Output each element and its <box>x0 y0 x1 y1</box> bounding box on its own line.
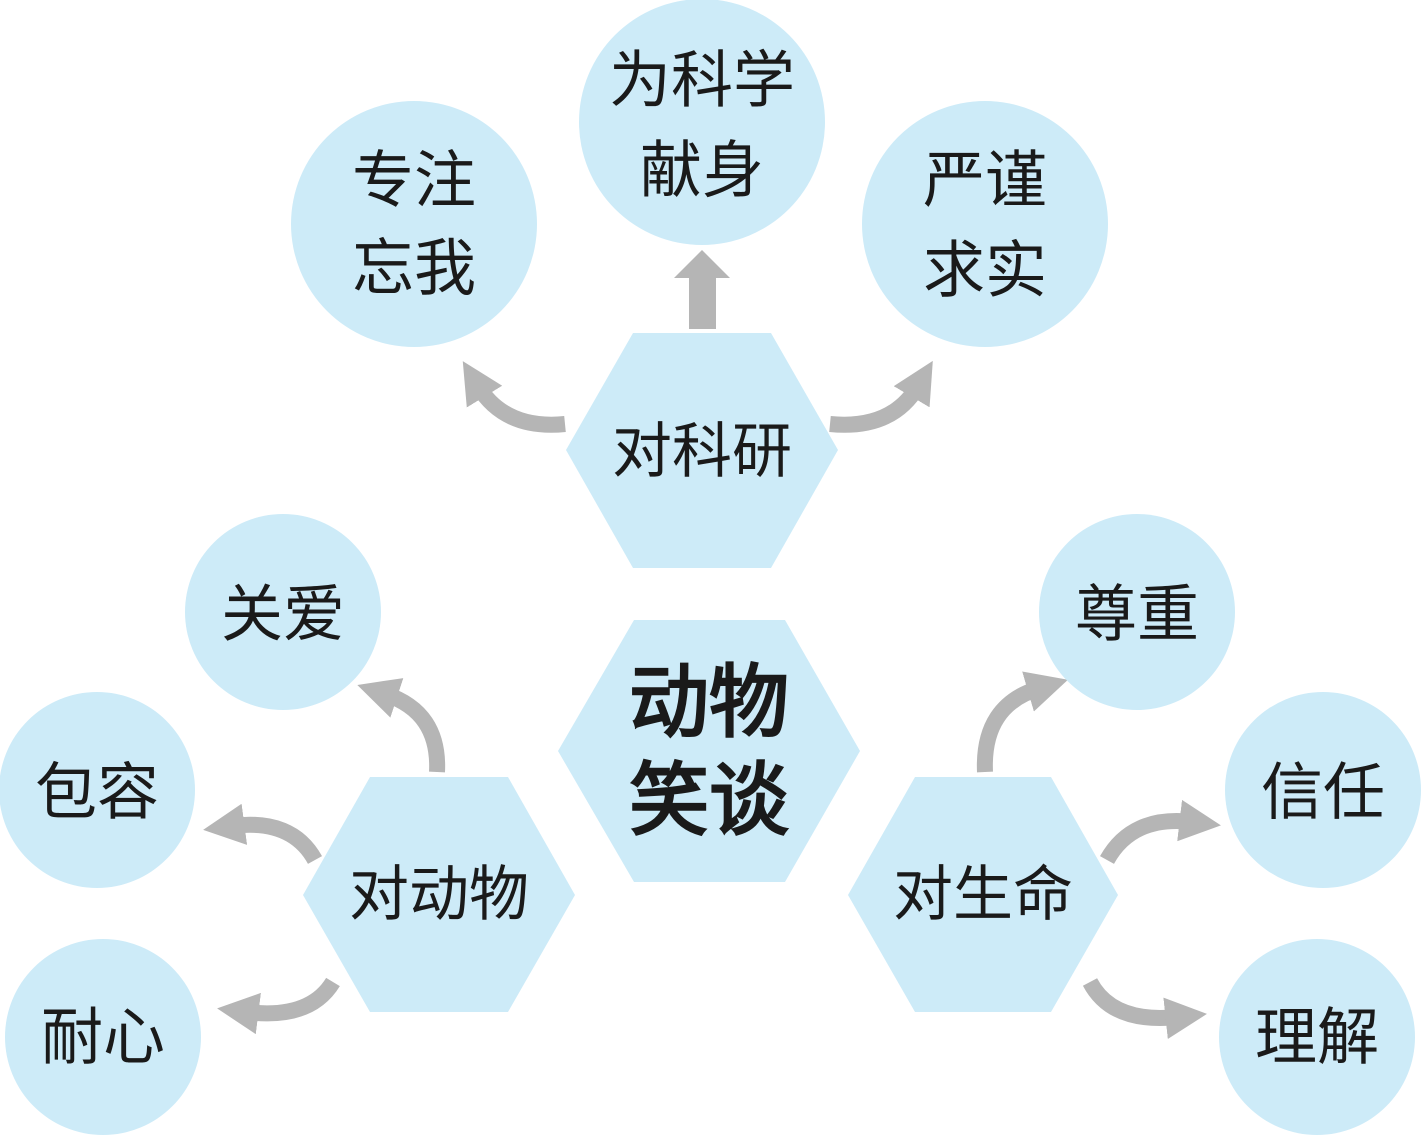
leaf-text: 理解 <box>1255 1001 1379 1074</box>
branch-animals: 对动物 关爱 包容 耐心 <box>0 514 575 1135</box>
arrow-life-to-understanding <box>1082 977 1207 1039</box>
leaf-text: 为科学 <box>609 44 795 117</box>
arrow-research-to-focus <box>462 361 566 433</box>
arrow-up-head <box>674 250 730 278</box>
center-title-line1: 动物 <box>629 655 789 749</box>
leaf-text: 献身 <box>640 134 764 207</box>
leaf-text: 信任 <box>1261 756 1385 829</box>
leaf-focus <box>291 101 537 347</box>
arrow-animals-to-patience <box>217 977 340 1035</box>
arrow-up-shaft <box>689 276 716 329</box>
branch-research: 对科研 专注 忘我 为科学 献身 严谨 求实 <box>291 0 1108 568</box>
arrow-life-to-trust <box>1100 799 1221 865</box>
leaf-rigor <box>862 101 1108 347</box>
branch-label-research: 对科研 <box>612 417 792 487</box>
leaf-text: 关爱 <box>221 578 345 651</box>
leaf-understanding <box>1219 939 1415 1135</box>
center-node: 动物 笑谈 <box>558 620 860 882</box>
leaf-text: 求实 <box>923 234 1047 307</box>
leaf-devotion <box>579 0 825 245</box>
arrow-research-to-rigor <box>829 360 933 433</box>
arrows <box>203 250 1221 1039</box>
leaf-text: 专注 <box>352 144 476 217</box>
arrow-life-to-respect <box>976 671 1068 773</box>
leaf-trust <box>1225 692 1421 888</box>
arrow-animals-to-care <box>357 678 446 773</box>
leaf-care <box>185 514 381 710</box>
leaf-patience <box>5 939 201 1135</box>
leaf-text: 包容 <box>35 756 159 829</box>
leaf-respect <box>1039 514 1235 710</box>
branch-life: 对生命 尊重 信任 理解 <box>848 514 1421 1135</box>
center-title-line2: 笑谈 <box>629 753 790 847</box>
branch-label-life: 对生命 <box>893 860 1073 930</box>
leaf-text: 忘我 <box>352 232 476 305</box>
leaf-text: 耐心 <box>41 1001 165 1074</box>
branch-label-animals: 对动物 <box>349 860 529 930</box>
leaf-text: 尊重 <box>1075 578 1199 651</box>
leaf-tolerance <box>0 692 195 888</box>
leaf-text: 严谨 <box>923 144 1047 217</box>
arrow-animals-to-tolerance <box>203 803 323 865</box>
